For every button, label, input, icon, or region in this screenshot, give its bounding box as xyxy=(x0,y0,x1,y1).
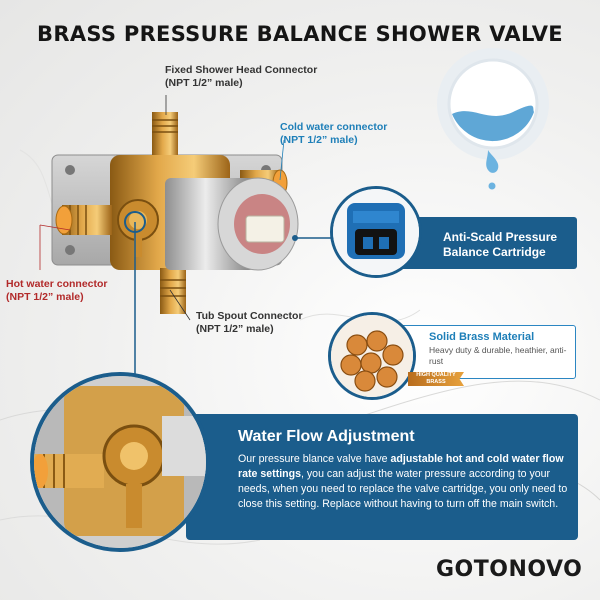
hot-water-name: Hot water connector xyxy=(6,278,108,290)
badge-line1: HIGH QUALITY xyxy=(416,372,456,378)
flow-body-intro: Our pressure blance valve have xyxy=(238,453,391,465)
water-flow-body: Our pressure blance valve have adjustabl… xyxy=(238,452,568,512)
hot-water-spec: (NPT 1/2” male) xyxy=(6,291,84,303)
water-drop-icon xyxy=(437,48,549,190)
flow-body-rest: , you can adjust the water pressure acco… xyxy=(238,468,568,510)
zoomed-adjuster-image xyxy=(30,372,210,552)
brass-feature-box: Solid Brass Material Heavy duty & durabl… xyxy=(400,325,576,379)
cold-water-spec: (NPT 1/2” male) xyxy=(280,134,358,146)
brass-rods-icon xyxy=(331,315,413,397)
tub-spout-label: Tub Spout Connector (NPT 1/2” male) xyxy=(196,310,303,336)
cartridge-icon xyxy=(333,189,419,275)
water-flow-box: Water Flow Adjustment Our pressure blanc… xyxy=(186,414,578,540)
cartridge-image xyxy=(330,186,422,278)
brass-feature-desc: Heavy duty & durable, heathier, anti-rus… xyxy=(429,345,567,366)
fixed-shower-head-name: Fixed Shower Head Connector xyxy=(165,64,318,76)
flow-body-bold: adjustable hot and cold water flow rate … xyxy=(238,453,564,480)
fixed-shower-head-spec: (NPT 1/2” male) xyxy=(165,77,243,89)
brand-logo: GOTONOVO xyxy=(436,557,583,582)
badge-line2: BRASS xyxy=(426,379,446,385)
fixed-shower-head-label: Fixed Shower Head Connector (NPT 1/2” ma… xyxy=(165,64,317,90)
high-quality-badge: HIGH QUALITY BRASS xyxy=(408,372,464,386)
tub-spout-name: Tub Spout Connector xyxy=(196,310,303,322)
shower-valve-image xyxy=(51,112,299,314)
water-flow-title: Water Flow Adjustment xyxy=(238,428,415,445)
cartridge-title-line2: Balance Cartridge xyxy=(443,245,546,259)
cartridge-feature-box: Anti-Scald Pressure Balance Cartridge xyxy=(395,217,577,269)
cold-water-name: Cold water connector xyxy=(280,121,388,133)
cartridge-title-line1: Anti-Scald Pressure xyxy=(443,230,558,244)
cold-water-label: Cold water connector (NPT 1/2” male) xyxy=(280,121,387,147)
page-title: BRASS PRESSURE BALANCE SHOWER VALVE xyxy=(37,22,563,46)
brass-feature-title: Solid Brass Material xyxy=(429,331,535,343)
brass-rods-image xyxy=(328,312,416,400)
zoomed-valve-icon xyxy=(34,376,206,548)
tub-spout-spec: (NPT 1/2” male) xyxy=(196,323,274,335)
hot-water-label: Hot water connector (NPT 1/2” male) xyxy=(6,278,108,304)
cartridge-feature-title: Anti-Scald Pressure Balance Cartridge xyxy=(443,230,557,260)
